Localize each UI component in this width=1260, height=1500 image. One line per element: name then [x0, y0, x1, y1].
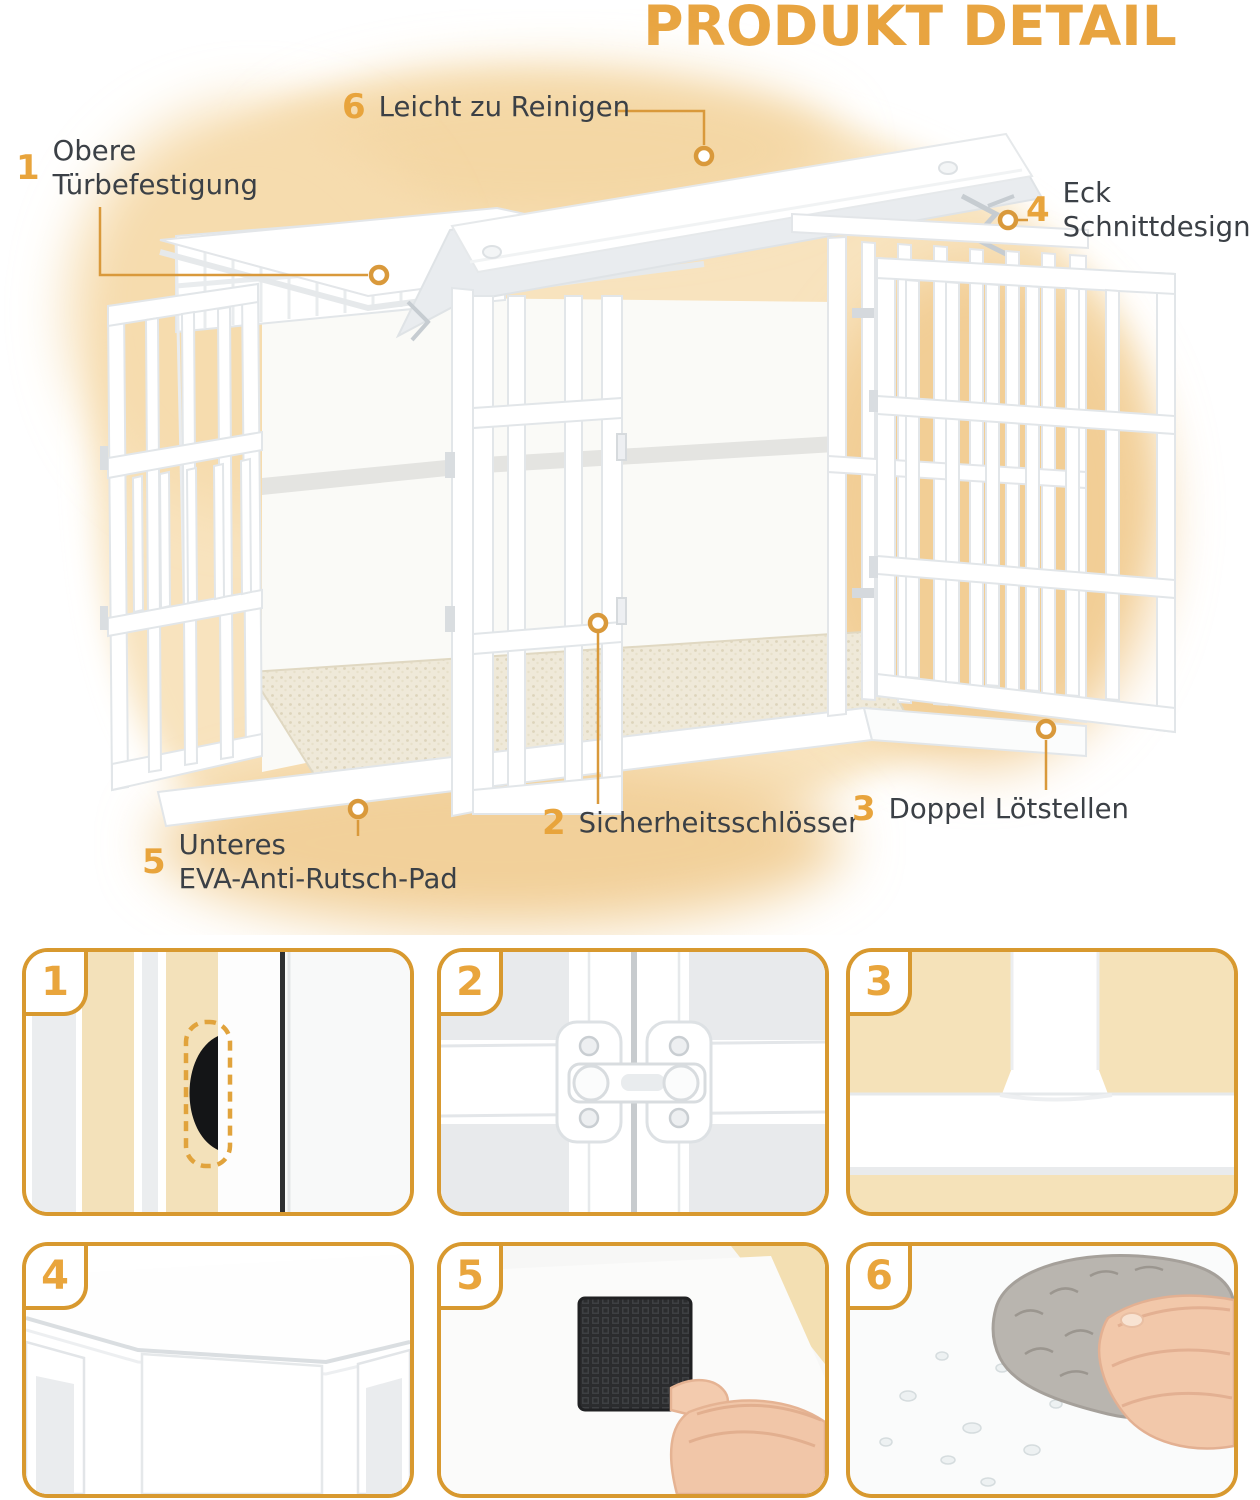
- eva-pad: [577, 1296, 693, 1412]
- callout-number: 6: [342, 87, 366, 127]
- callout-number: 3: [852, 789, 876, 829]
- callout-eva-anti-slip-pad: 5 Unteres EVA-Anti-Rutsch-Pad: [142, 828, 458, 896]
- hand: [669, 1378, 825, 1494]
- callout-label: Sicherheitsschlösser: [578, 807, 860, 839]
- tile-scene-corner-cut: [26, 1246, 410, 1494]
- detail-tile-1: 1: [22, 948, 414, 1216]
- detail-tile-3: 3: [846, 948, 1238, 1216]
- tile-scene-anti-slip-pad: [441, 1246, 825, 1494]
- right-open-door: [852, 256, 1176, 734]
- hero-section: 1 Obere Türbefestigung 6 Leicht zu Reini…: [16, 72, 1251, 928]
- detail-tile-4: 4: [22, 1242, 414, 1498]
- detail-tile-5: 5: [437, 1242, 829, 1498]
- tile-number-badge: 5: [441, 1246, 503, 1310]
- callout-label: Leicht zu Reinigen: [378, 91, 631, 123]
- open-lid: [395, 132, 1044, 342]
- tile-number-badge: 4: [26, 1246, 88, 1310]
- hand: [1097, 1294, 1234, 1450]
- callout-number: 4: [1026, 190, 1050, 230]
- welded-bar-joint: [850, 952, 1234, 1102]
- right-wall: [791, 212, 1089, 724]
- product-illustration: [70, 72, 1176, 928]
- center-divider-door: [472, 295, 627, 815]
- hinge-cutout-hole: [189, 1036, 218, 1150]
- callout-label: Obere Türbefestigung: [52, 135, 258, 201]
- callout-corner-cut-design: 4 Eck Schnittdesign: [1026, 176, 1251, 244]
- callout-number: 5: [142, 842, 166, 882]
- callout-number: 1: [16, 148, 40, 188]
- tile-number-badge: 2: [441, 952, 503, 1016]
- callout-top-door-mount: 1 Obere Türbefestigung: [16, 134, 258, 202]
- callout-safety-locks: 2 Sicherheitsschlösser: [542, 806, 859, 840]
- left-open-door: [100, 282, 264, 792]
- tile-scene-hinge-cutout: [26, 952, 410, 1212]
- latch-lock: [555, 1020, 713, 1144]
- dog-crate: [100, 132, 1176, 828]
- tile-number-badge: 3: [850, 952, 912, 1016]
- detail-tile-2: 2: [437, 948, 829, 1216]
- detail-tile-6: 6: [846, 1242, 1238, 1498]
- corner-doors: [26, 1340, 410, 1494]
- callout-number: 2: [542, 803, 566, 843]
- callout-label: Unteres EVA-Anti-Rutsch-Pad: [178, 829, 458, 895]
- callout-label: Doppel Lötstellen: [888, 793, 1129, 825]
- tile-scene-weld-joint: [850, 952, 1234, 1212]
- tile-number-badge: 6: [850, 1246, 912, 1310]
- callout-easy-to-clean: 6 Leicht zu Reinigen: [342, 90, 630, 124]
- tile-scene-latch-lock: [441, 952, 825, 1212]
- tile-scene-wipe-clean: [850, 1246, 1234, 1494]
- page-title: PRODUKT DETAIL: [643, 0, 1177, 58]
- tile-number-badge: 1: [26, 952, 88, 1016]
- dashed-highlight-outline: [183, 1019, 233, 1169]
- callout-markers: [98, 109, 1057, 836]
- callout-label: Eck Schnittdesign: [1062, 177, 1251, 243]
- callout-double-welds: 3 Doppel Lötstellen: [852, 792, 1129, 826]
